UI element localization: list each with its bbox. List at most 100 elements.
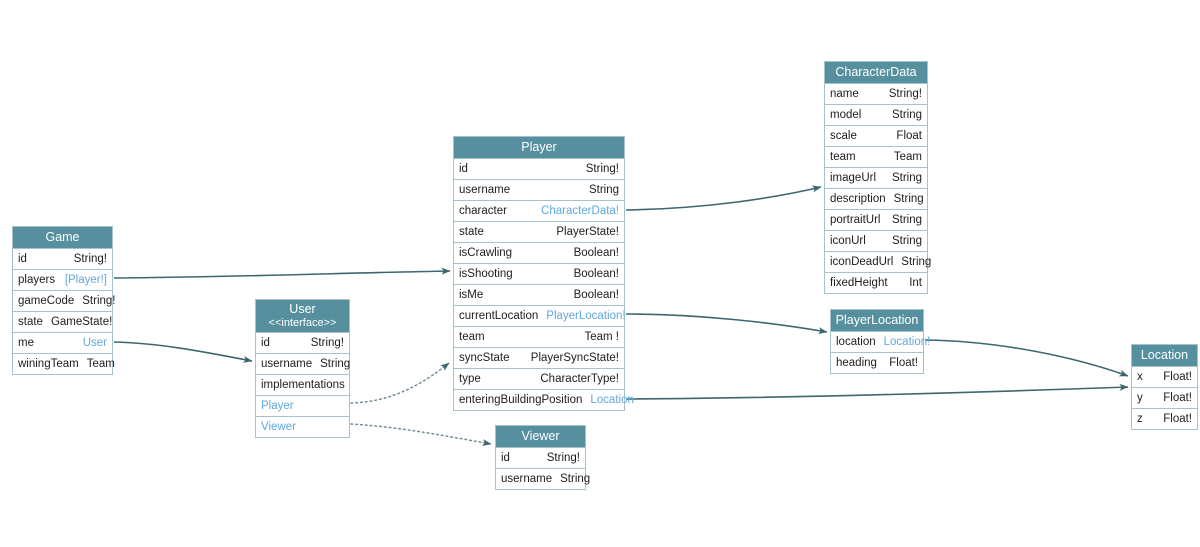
- field-name: scale: [830, 130, 857, 142]
- field-type: String: [893, 193, 924, 205]
- field-name: description: [830, 193, 886, 205]
- table-row[interactable]: model String: [825, 104, 927, 125]
- table-row[interactable]: me User: [13, 332, 112, 353]
- entity-playerlocation-header: PlayerLocation: [831, 310, 923, 331]
- table-row[interactable]: id String!: [454, 158, 624, 179]
- field-name: name: [830, 88, 859, 100]
- implementation-item-viewer[interactable]: Viewer: [256, 416, 349, 437]
- field-name: imageUrl: [830, 172, 877, 184]
- table-row[interactable]: scale Float: [825, 125, 927, 146]
- table-row[interactable]: username String: [256, 353, 350, 374]
- field-type: String!: [546, 452, 580, 464]
- table-row[interactable]: username String: [454, 179, 624, 200]
- field-name: iconDeadUrl: [830, 256, 894, 268]
- field-type: Team !: [584, 331, 619, 343]
- field-type: String: [891, 214, 922, 226]
- field-type: Float!: [1163, 392, 1192, 404]
- field-name: fixedHeight: [830, 277, 888, 289]
- field-name: enteringBuildingPosition: [459, 394, 583, 406]
- entity-viewer[interactable]: Viewer id String! username String: [495, 425, 590, 490]
- implementations-label-row: implementations: [256, 374, 349, 395]
- field-type: Int: [909, 277, 922, 289]
- field-type[interactable]: PlayerLocation!: [546, 310, 626, 322]
- field-name: y: [1137, 392, 1143, 404]
- entity-game-header: Game: [13, 227, 112, 248]
- table-row[interactable]: team Team !: [454, 326, 624, 347]
- table-row[interactable]: isMe Boolean!: [454, 284, 624, 305]
- table-row[interactable]: players [Player!]: [13, 269, 112, 290]
- implementation-name[interactable]: Viewer: [261, 421, 296, 433]
- implementation-item-player[interactable]: Player: [256, 395, 349, 416]
- field-name: model: [830, 109, 862, 121]
- field-type: Float!: [1163, 413, 1192, 425]
- table-row[interactable]: state PlayerState!: [454, 221, 624, 242]
- field-type[interactable]: Location!: [883, 336, 931, 348]
- field-type: String!: [82, 295, 116, 307]
- table-row[interactable]: location Location!: [831, 331, 930, 352]
- table-row[interactable]: imageUrl String: [825, 167, 927, 188]
- field-type[interactable]: CharacterData!: [541, 205, 619, 217]
- entity-user-header: User <<interface>>: [256, 300, 349, 332]
- table-row[interactable]: enteringBuildingPosition Location: [454, 389, 634, 410]
- entity-characterdata-title: CharacterData: [835, 65, 917, 79]
- table-row[interactable]: iconUrl String: [825, 230, 927, 251]
- entity-user[interactable]: User <<interface>> id String! username S…: [255, 299, 350, 438]
- table-row[interactable]: z Float!: [1132, 408, 1197, 429]
- table-row[interactable]: name String!: [825, 83, 927, 104]
- field-type[interactable]: Location: [590, 394, 634, 406]
- entity-location[interactable]: Location x Float! y Float! z Float!: [1131, 344, 1198, 430]
- entity-user-stereotype: <<interface>>: [268, 317, 337, 329]
- table-row[interactable]: gameCode String!: [13, 290, 116, 311]
- table-row[interactable]: type CharacterType!: [454, 368, 624, 389]
- table-row[interactable]: description String: [825, 188, 927, 209]
- field-name: type: [459, 373, 481, 385]
- table-row[interactable]: isShooting Boolean!: [454, 263, 624, 284]
- implementation-name[interactable]: Player: [261, 400, 294, 412]
- table-row[interactable]: winingTeam Team: [13, 353, 115, 374]
- field-name: id: [501, 452, 510, 464]
- table-row[interactable]: isCrawling Boolean!: [454, 242, 624, 263]
- edge-user-implements-viewer: [350, 423, 492, 446]
- table-row[interactable]: currentLocation PlayerLocation!: [454, 305, 626, 326]
- table-row[interactable]: state GameState!: [13, 311, 112, 332]
- field-type[interactable]: [Player!]: [64, 274, 107, 286]
- table-row[interactable]: fixedHeight Int: [825, 272, 927, 293]
- field-name: id: [261, 337, 270, 349]
- field-type: String: [901, 256, 932, 268]
- field-name: team: [459, 331, 485, 343]
- field-type: String: [891, 109, 922, 121]
- field-name: state: [18, 316, 43, 328]
- field-type: Float!: [1163, 371, 1192, 383]
- entity-playerlocation-title: PlayerLocation: [835, 313, 919, 327]
- table-row[interactable]: y Float!: [1132, 387, 1197, 408]
- field-name: players: [18, 274, 56, 286]
- field-type[interactable]: User: [82, 337, 107, 349]
- field-type: Team: [893, 151, 922, 163]
- field-name: syncState: [459, 352, 510, 364]
- table-row[interactable]: iconDeadUrl String: [825, 251, 931, 272]
- table-row[interactable]: syncState PlayerSyncState!: [454, 347, 624, 368]
- entity-player[interactable]: Player id String! username String charac…: [453, 136, 634, 411]
- field-name: winingTeam: [18, 358, 79, 370]
- field-type: GameState!: [50, 316, 113, 328]
- entity-playerlocation[interactable]: PlayerLocation location Location! headin…: [830, 309, 930, 374]
- entity-characterdata[interactable]: CharacterData name String! model String …: [824, 61, 931, 294]
- table-row[interactable]: team Team: [825, 146, 927, 167]
- table-row[interactable]: id String!: [496, 447, 585, 468]
- table-row[interactable]: character CharacterData!: [454, 200, 624, 221]
- field-type: String!: [888, 88, 922, 100]
- table-row[interactable]: heading Float!: [831, 352, 923, 373]
- table-row[interactable]: id String!: [13, 248, 112, 269]
- implementations-label: implementations: [261, 379, 345, 391]
- table-row[interactable]: username String: [496, 468, 590, 489]
- field-type: PlayerState!: [556, 226, 619, 238]
- table-row[interactable]: id String!: [256, 332, 349, 353]
- field-type: Team: [86, 358, 115, 370]
- table-row[interactable]: x Float!: [1132, 366, 1197, 387]
- field-name: id: [18, 253, 27, 265]
- entity-player-title: Player: [521, 140, 557, 154]
- field-name: currentLocation: [459, 310, 539, 322]
- entity-game[interactable]: Game id String! players [Player!] gameCo…: [12, 226, 116, 375]
- table-row[interactable]: portraitUrl String: [825, 209, 927, 230]
- entity-player-header: Player: [454, 137, 624, 158]
